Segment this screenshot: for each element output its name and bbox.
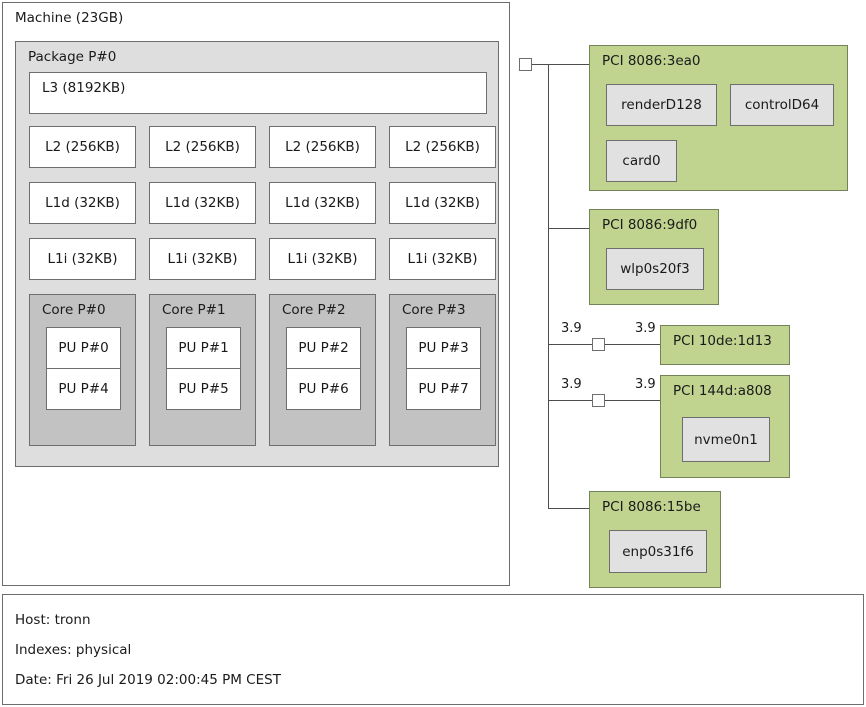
osdev-label-wlp0s20f3: wlp0s20f3 <box>620 261 690 277</box>
osdev-label-enp0s31f6: enp0s31f6 <box>622 543 694 560</box>
cache-l1d-label-1: L1d (32KB) <box>165 195 240 211</box>
pu-label-0-1: PU P#4 <box>58 381 109 397</box>
core-label-2: Core P#2 <box>282 302 346 318</box>
link-speed-downstream-1: 3.9 <box>635 377 656 392</box>
cache-l1i-box-3[interactable]: L1i (32KB) <box>389 238 496 280</box>
pu-box-3-1[interactable]: PU P#7 <box>406 368 481 410</box>
pu-box-1-0[interactable]: PU P#1 <box>166 327 241 369</box>
io-branch-line-3a <box>548 400 592 401</box>
cache-l2-box-2[interactable]: L2 (256KB) <box>269 126 376 168</box>
osdev-label-renderD128: renderD128 <box>621 97 702 113</box>
pu-label-2-1: PU P#6 <box>298 381 349 397</box>
cache-l2-label-2: L2 (256KB) <box>285 139 360 155</box>
cache-l1d-box-2[interactable]: L1d (32KB) <box>269 182 376 224</box>
footer-date-line: Date: Fri 26 Jul 2019 02:00:45 PM CEST <box>15 672 281 688</box>
osdev-label-card0: card0 <box>622 153 661 169</box>
cache-l2-label-0: L2 (256KB) <box>45 139 120 155</box>
link-speed-upstream-0: 3.9 <box>561 321 582 336</box>
pu-box-1-1[interactable]: PU P#5 <box>166 368 241 410</box>
cache-l1d-label-0: L1d (32KB) <box>45 195 120 211</box>
pu-box-0-0[interactable]: PU P#0 <box>46 327 121 369</box>
pu-box-3-0[interactable]: PU P#3 <box>406 327 481 369</box>
io-branch-line-0 <box>548 64 589 65</box>
package-label: Package P#0 <box>28 49 117 65</box>
core-box-3[interactable]: Core P#3 PU P#3 PU P#7 <box>389 294 496 446</box>
pci-device-box-8086-3ea0[interactable]: PCI 8086:3ea0 renderD128 controlD64 card… <box>589 45 848 191</box>
pci-device-box-8086-15be[interactable]: PCI 8086:15be enp0s31f6 <box>589 491 721 588</box>
core-label-3: Core P#3 <box>402 302 466 318</box>
osdev-box-enp0s31f6[interactable]: enp0s31f6 <box>609 530 707 573</box>
cache-l2-box-3[interactable]: L2 (256KB) <box>389 126 496 168</box>
io-branch-line-1 <box>548 228 589 229</box>
io-branch-line-2b <box>605 344 660 345</box>
cache-l1i-box-1[interactable]: L1i (32KB) <box>149 238 256 280</box>
machine-label: Machine (23GB) <box>15 10 124 26</box>
cache-l1i-label-0: L1i (32KB) <box>47 251 118 267</box>
cache-l2-label-3: L2 (256KB) <box>405 139 480 155</box>
host-bridge-square[interactable] <box>519 58 532 71</box>
pu-label-0-0: PU P#0 <box>58 340 109 356</box>
io-branch-line-3b <box>605 400 660 401</box>
cache-l1d-box-3[interactable]: L1d (32KB) <box>389 182 496 224</box>
osdev-box-controlD64[interactable]: controlD64 <box>730 84 834 126</box>
cache-l1d-label-2: L1d (32KB) <box>285 195 360 211</box>
pci-device-label-144d-a808: PCI 144d:a808 <box>673 383 772 399</box>
pci-device-box-8086-9df0[interactable]: PCI 8086:9df0 wlp0s20f3 <box>589 209 719 305</box>
cache-l1d-label-3: L1d (32KB) <box>405 195 480 211</box>
package-box[interactable]: Package P#0 L3 (8192KB) L2 (256KB) L2 (2… <box>15 41 499 467</box>
cache-l1i-label-1: L1i (32KB) <box>167 251 238 267</box>
osdev-box-nvme0n1[interactable]: nvme0n1 <box>682 417 770 462</box>
cache-l2-label-1: L2 (256KB) <box>165 139 240 155</box>
pci-device-box-144d-a808[interactable]: PCI 144d:a808 nvme0n1 <box>660 375 790 478</box>
pu-label-3-0: PU P#3 <box>418 340 469 356</box>
cache-l1i-label-2: L1i (32KB) <box>287 251 358 267</box>
link-speed-upstream-1: 3.9 <box>561 377 582 392</box>
cache-l1d-box-1[interactable]: L1d (32KB) <box>149 182 256 224</box>
io-branch-line-2a <box>548 344 592 345</box>
cache-l2-box-1[interactable]: L2 (256KB) <box>149 126 256 168</box>
pu-label-3-1: PU P#7 <box>418 381 469 397</box>
osdev-box-card0[interactable]: card0 <box>606 140 677 182</box>
pu-label-1-1: PU P#5 <box>178 381 229 397</box>
pcie-bridge-square-0[interactable] <box>592 338 605 351</box>
pci-device-box-10de-1d13[interactable]: PCI 10de:1d13 <box>660 325 790 365</box>
core-box-2[interactable]: Core P#2 PU P#2 PU P#6 <box>269 294 376 446</box>
pci-device-label-8086-3ea0: PCI 8086:3ea0 <box>602 53 701 69</box>
osdev-box-wlp0s20f3[interactable]: wlp0s20f3 <box>606 248 704 290</box>
io-trunk-stub-line <box>532 64 549 65</box>
io-branch-line-4 <box>548 508 589 509</box>
cache-l3-box[interactable]: L3 (8192KB) <box>29 72 487 114</box>
core-label-1: Core P#1 <box>162 302 226 318</box>
pu-box-2-0[interactable]: PU P#2 <box>286 327 361 369</box>
cache-l2-box-0[interactable]: L2 (256KB) <box>29 126 136 168</box>
core-box-0[interactable]: Core P#0 PU P#0 PU P#4 <box>29 294 136 446</box>
cache-l1d-box-0[interactable]: L1d (32KB) <box>29 182 136 224</box>
pu-label-2-0: PU P#2 <box>298 340 349 356</box>
osdev-label-controlD64: controlD64 <box>744 97 820 113</box>
cache-l1i-box-0[interactable]: L1i (32KB) <box>29 238 136 280</box>
cache-l1i-label-3: L1i (32KB) <box>407 251 478 267</box>
machine-box[interactable]: Machine (23GB) Package P#0 L3 (8192KB) L… <box>2 2 510 586</box>
io-trunk-vertical-line <box>548 64 549 508</box>
footer-host-line: Host: tronn <box>15 612 91 628</box>
osdev-box-renderD128[interactable]: renderD128 <box>606 84 717 126</box>
link-speed-downstream-0: 3.9 <box>635 321 656 336</box>
pci-device-label-8086-9df0: PCI 8086:9df0 <box>602 217 698 233</box>
pu-box-0-1[interactable]: PU P#4 <box>46 368 121 410</box>
pu-box-2-1[interactable]: PU P#6 <box>286 368 361 410</box>
cache-l3-label: L3 (8192KB) <box>42 80 126 96</box>
cache-l1i-box-2[interactable]: L1i (32KB) <box>269 238 376 280</box>
core-label-0: Core P#0 <box>42 302 106 318</box>
footer-indexes-line: Indexes: physical <box>15 642 132 658</box>
pcie-bridge-square-1[interactable] <box>592 394 605 407</box>
pu-label-1-0: PU P#1 <box>178 340 229 356</box>
core-box-1[interactable]: Core P#1 PU P#1 PU P#5 <box>149 294 256 446</box>
pci-device-label-8086-15be: PCI 8086:15be <box>602 499 701 515</box>
pci-device-label-10de-1d13: PCI 10de:1d13 <box>673 333 772 349</box>
legend-footer: Host: tronn Indexes: physical Date: Fri … <box>2 594 864 705</box>
osdev-label-nvme0n1: nvme0n1 <box>694 431 758 448</box>
